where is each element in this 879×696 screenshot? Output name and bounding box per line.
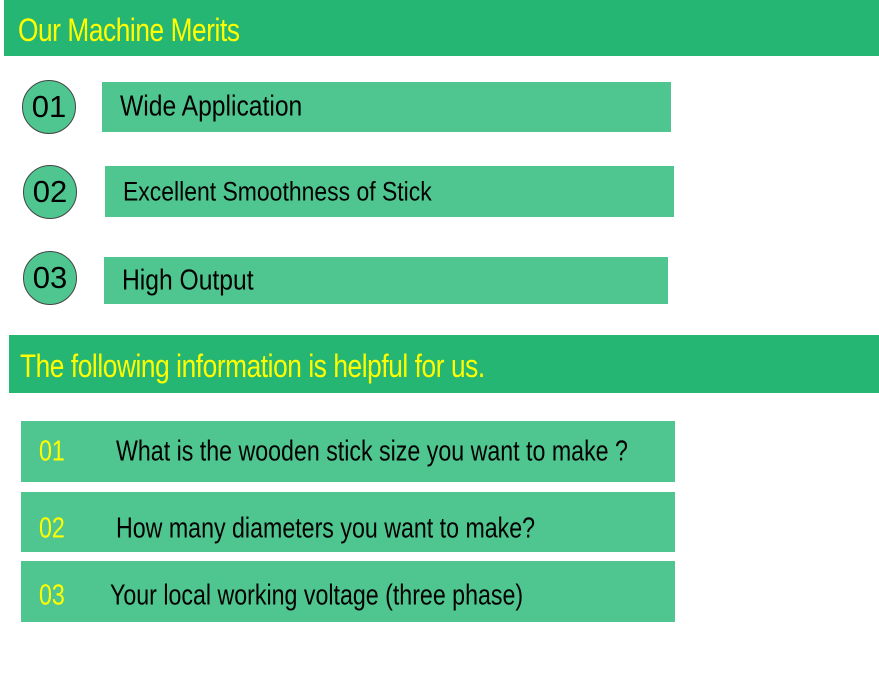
merit-number-badge: 03 <box>23 251 77 305</box>
merit-item: Wide Application <box>102 82 671 132</box>
info-header: The following information is helpful for… <box>9 335 879 393</box>
info-item: 03 Your local working voltage (three pha… <box>21 561 675 622</box>
merit-label: Excellent Smoothness of Stick <box>123 176 432 206</box>
merit-item: Excellent Smoothness of Stick <box>105 166 674 217</box>
merits-header: Our Machine Merits <box>4 0 879 56</box>
info-number: 03 <box>39 579 65 612</box>
info-number: 02 <box>39 512 65 545</box>
info-number: 01 <box>39 435 65 467</box>
info-title: The following information is helpful for… <box>20 348 485 384</box>
merit-label: Wide Application <box>120 90 303 123</box>
info-item: 02 How many diameters you want to make? <box>21 492 675 552</box>
merit-item: High Output <box>104 257 668 304</box>
info-question: What is the wooden stick size you want t… <box>116 435 628 467</box>
merit-number-badge: 01 <box>22 80 76 134</box>
merits-title: Our Machine Merits <box>18 12 240 48</box>
merit-label: High Output <box>122 264 254 296</box>
info-question: How many diameters you want to make? <box>116 512 536 545</box>
info-item: 01 What is the wooden stick size you wan… <box>21 421 675 482</box>
merit-number-badge: 02 <box>23 165 77 219</box>
info-question: Your local working voltage (three phase) <box>110 579 524 612</box>
